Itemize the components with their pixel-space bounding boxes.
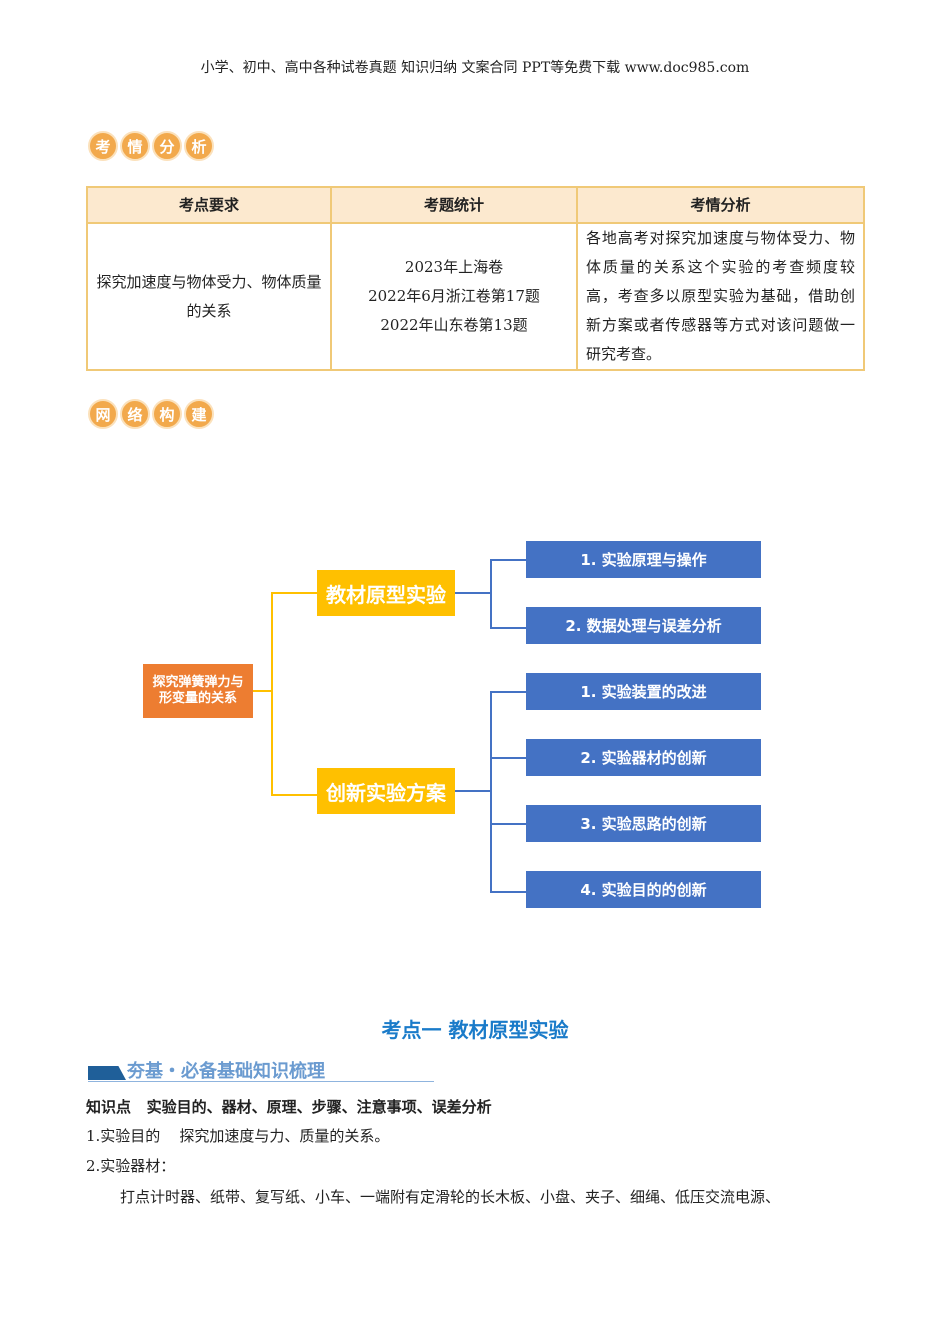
- table-cell: 各地高考对探究加速度与物体受力、物体质量的关系这个实验的考查频度较高，考查多以原…: [576, 222, 865, 371]
- mindmap-leaf: 1. 实验装置的改进: [526, 673, 761, 710]
- mindmap-leaf: 3. 实验思路的创新: [526, 805, 761, 842]
- badge-char: 建: [184, 399, 214, 429]
- connector: [490, 559, 528, 629]
- connector: [490, 757, 526, 759]
- stat-line: 2022年山东卷第13题: [380, 316, 528, 334]
- table-cell: 探究加速度与物体受力、物体质量的关系: [86, 222, 332, 371]
- table-header: 考题统计: [330, 186, 578, 224]
- subsection-title: 夯基・必备基础知识梳理: [127, 1061, 325, 1082]
- mindmap-root: 探究弹簧弹力与形变量的关系: [143, 664, 253, 718]
- badge-char: 网: [88, 399, 118, 429]
- badge-char: 考: [88, 131, 118, 161]
- connector: [271, 592, 319, 796]
- paragraph: 1.实验目的 探究加速度与力、质量的关系。: [86, 1127, 390, 1145]
- mindmap-branch: 创新实验方案: [317, 768, 455, 814]
- divider: [88, 1081, 434, 1082]
- badge-char: 析: [184, 131, 214, 161]
- paragraph: 2.实验器材：: [86, 1157, 176, 1175]
- stat-line: 2023年上海卷: [404, 258, 504, 276]
- stat-line: 2022年6月浙江卷第17题: [368, 287, 540, 305]
- subsection-marker-icon: [88, 1066, 126, 1080]
- section-title: 考点一 教材原型实验: [381, 1018, 569, 1042]
- mindmap-leaf: 1. 实验原理与操作: [526, 541, 761, 578]
- mindmap-leaf: 2. 实验器材的创新: [526, 739, 761, 776]
- badge-char: 络: [120, 399, 150, 429]
- table-header: 考情分析: [576, 186, 865, 224]
- table-header: 考点要求: [86, 186, 332, 224]
- badge-exam-analysis: 考情分析: [88, 131, 214, 161]
- mindmap-leaf: 4. 实验目的的创新: [526, 871, 761, 908]
- badge-char: 情: [120, 131, 150, 161]
- mindmap-branch: 教材原型实验: [317, 570, 455, 616]
- badge-char: 构: [152, 399, 182, 429]
- exam-table: 考点要求考题统计考情分析 探究加速度与物体受力、物体质量的关系 2023年上海卷…: [86, 186, 865, 371]
- table-cell: 2023年上海卷 2022年6月浙江卷第17题 2022年山东卷第13题: [330, 222, 578, 371]
- connector: [490, 823, 526, 825]
- knowledge-heading: 知识点 实验目的、器材、原理、步骤、注意事项、误差分析: [86, 1098, 492, 1116]
- connector: [455, 790, 490, 792]
- page-header: 小学、初中、高中各种试卷真题 知识归纳 文案合同 PPT等免费下载 www.do…: [200, 60, 750, 76]
- connector: [455, 592, 490, 594]
- mindmap-leaf: 2. 数据处理与误差分析: [526, 607, 761, 644]
- connector: [490, 691, 528, 893]
- badge-network: 网络构建: [88, 399, 214, 429]
- badge-char: 分: [152, 131, 182, 161]
- paragraph: 打点计时器、纸带、复写纸、小车、一端附有定滑轮的长木板、小盘、夹子、细绳、低压交…: [120, 1188, 781, 1206]
- connector: [253, 690, 271, 692]
